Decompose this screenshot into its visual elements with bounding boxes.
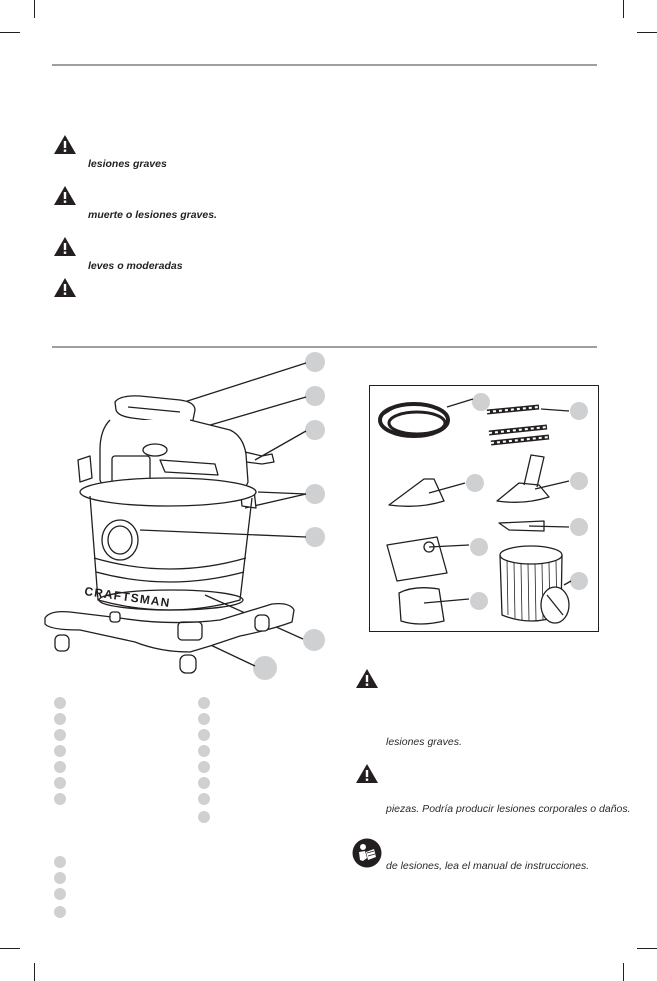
legend-dot (198, 697, 210, 709)
legend-dot (54, 745, 66, 757)
callout-circle (470, 538, 488, 556)
legend-dot (54, 793, 66, 805)
crop-mark (623, 0, 624, 18)
warning-text: muerte o lesiones graves. (88, 209, 217, 221)
callout-circle (570, 402, 588, 420)
warning-triangle-icon (54, 135, 76, 154)
shop-vacuum-illustration: CRAFTSMAN (44, 362, 307, 674)
callout-circle (253, 656, 277, 680)
callout-circle (472, 393, 490, 411)
legend-dot (54, 906, 66, 918)
warning-text: leves o moderadas (88, 260, 183, 272)
accessories-box (369, 385, 599, 632)
warning-text: piezas. Podría producir lesiones corpora… (386, 803, 631, 815)
callout-circle (305, 484, 325, 504)
accessories-illustration (378, 398, 572, 625)
legend-dot (198, 793, 210, 805)
warning-text: lesiones graves. (386, 736, 462, 748)
callout-circle (470, 592, 488, 610)
section-rule (52, 64, 597, 66)
crop-mark (0, 32, 20, 33)
warning-triangle-icon (356, 764, 378, 783)
legend-dot (54, 761, 66, 773)
legend-dot (54, 697, 66, 709)
legend-dot (54, 856, 66, 868)
warning-text: de lesiones, lea el manual de instruccio… (386, 860, 590, 872)
warning-triangle-icon (356, 669, 378, 688)
crop-mark (34, 963, 35, 981)
callout-circle (570, 572, 588, 590)
callout-circle (570, 518, 588, 536)
legend-dot (54, 713, 66, 725)
crop-mark (34, 0, 35, 18)
warning-text: lesiones graves (88, 158, 167, 170)
legend-dot (54, 888, 66, 900)
legend-dot (198, 777, 210, 789)
legend-dot (54, 777, 66, 789)
warning-triangle-icon (54, 237, 76, 256)
callout-circle (303, 629, 325, 651)
callout-circle (570, 472, 588, 490)
crop-mark (637, 32, 657, 33)
callout-circle (305, 352, 325, 372)
callout-circle (305, 386, 325, 406)
legend-dot (198, 713, 210, 725)
legend-dot (54, 729, 66, 741)
crop-mark (623, 963, 624, 981)
section-rule (52, 346, 597, 348)
warning-triangle-icon (54, 278, 76, 297)
callout-circle (466, 474, 484, 492)
legend-dot (198, 811, 210, 823)
read-manual-icon (352, 838, 382, 868)
legend-dot (54, 872, 66, 884)
callout-circle (305, 420, 325, 440)
legend-dot (198, 745, 210, 757)
crop-mark (0, 948, 20, 949)
legend-dot (198, 729, 210, 741)
warning-triangle-icon (54, 186, 76, 205)
legend-dot (198, 761, 210, 773)
crop-mark (637, 948, 657, 949)
callout-circle (305, 527, 325, 547)
